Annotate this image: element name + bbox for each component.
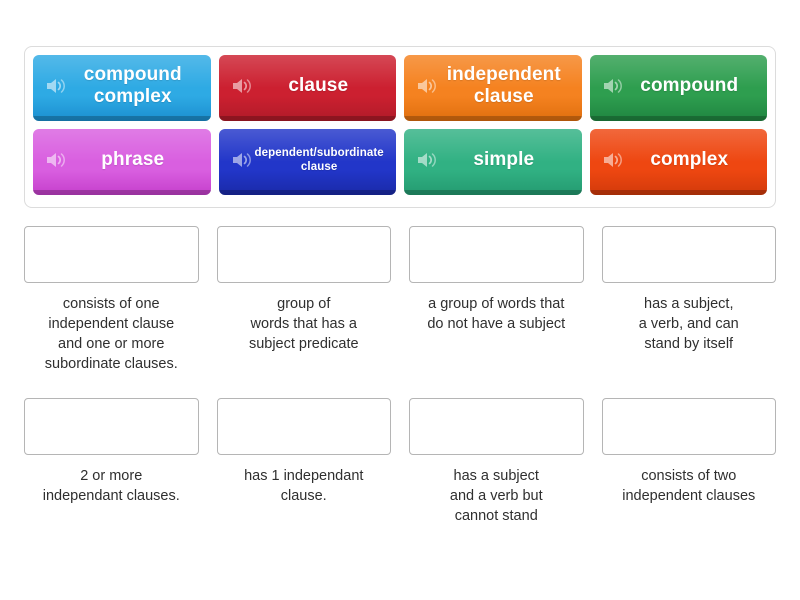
speaker-icon[interactable] bbox=[600, 147, 626, 173]
draggable-tile-2[interactable]: independent clause bbox=[404, 55, 582, 121]
speaker-icon[interactable] bbox=[600, 73, 626, 99]
speaker-icon[interactable] bbox=[414, 147, 440, 173]
draggable-tile-3[interactable]: compound bbox=[589, 55, 767, 121]
tile-label: complex bbox=[650, 149, 729, 170]
tile-label: dependent/subordinate clause bbox=[254, 147, 384, 173]
drop-zone[interactable] bbox=[216, 398, 391, 455]
speaker-icon[interactable] bbox=[43, 147, 69, 173]
speaker-icon[interactable] bbox=[43, 73, 69, 99]
drop-zone[interactable] bbox=[409, 398, 584, 455]
drop-zone[interactable] bbox=[409, 226, 584, 283]
draggable-tile-6[interactable]: simple bbox=[404, 129, 582, 195]
draggable-tile-4[interactable]: phrase bbox=[33, 129, 211, 195]
drop-zone[interactable] bbox=[601, 398, 776, 455]
speaker-icon[interactable] bbox=[229, 73, 255, 99]
drop-zone[interactable] bbox=[24, 398, 199, 455]
drop-zone[interactable] bbox=[601, 226, 776, 283]
tile-label: clause bbox=[288, 75, 349, 96]
speaker-icon[interactable] bbox=[414, 73, 440, 99]
draggable-tile-7[interactable]: complex bbox=[589, 129, 767, 195]
tile-label: phrase bbox=[101, 149, 165, 170]
draggable-tile-5[interactable]: dependent/subordinate clause bbox=[218, 129, 396, 195]
drop-zone[interactable] bbox=[24, 226, 199, 283]
tile-bank: compound complex clause bbox=[24, 46, 776, 208]
tile-row-bottom: phrase dependent/subordinate clause bbox=[33, 129, 767, 195]
tile-label: independent clause bbox=[446, 64, 561, 107]
tile-label: compound bbox=[640, 75, 739, 96]
tile-label: compound complex bbox=[83, 64, 182, 107]
speaker-icon[interactable] bbox=[229, 147, 255, 173]
draggable-tile-0[interactable]: compound complex bbox=[33, 55, 211, 121]
tile-row-top: compound complex clause bbox=[33, 55, 767, 121]
draggable-tile-1[interactable]: clause bbox=[218, 55, 396, 121]
drop-zone[interactable] bbox=[216, 226, 391, 283]
tile-label: simple bbox=[473, 149, 535, 170]
